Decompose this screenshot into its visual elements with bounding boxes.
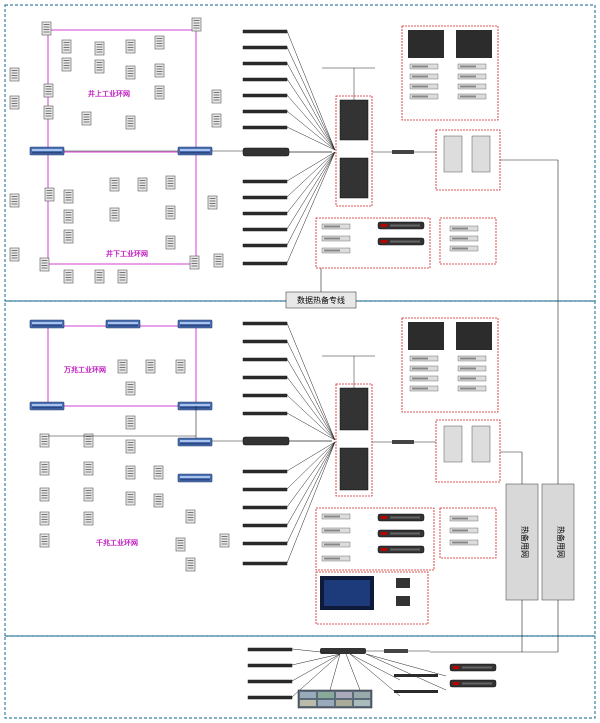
backup-box-top bbox=[439, 217, 497, 265]
core-switch-left bbox=[29, 146, 65, 156]
ring-label-upper-bottom: 井下工业环网 bbox=[106, 249, 148, 258]
fan-lines-top bbox=[242, 29, 336, 266]
ring-label-upper-top: 井上工业环网 bbox=[88, 89, 130, 98]
upper-ring-devices bbox=[9, 17, 222, 130]
aggregation-switch-middle bbox=[242, 436, 290, 446]
standby-column-2-label: 热备用网 bbox=[556, 526, 566, 558]
backup-box-middle bbox=[439, 507, 497, 559]
core-switch-right bbox=[177, 146, 213, 156]
region-top bbox=[4, 4, 596, 302]
server-cluster-top bbox=[401, 25, 499, 121]
monitor-wall-box bbox=[315, 571, 429, 625]
region-bottom bbox=[4, 635, 596, 719]
standby-column-2 bbox=[541, 483, 575, 601]
firewall-box-top bbox=[315, 217, 431, 269]
standby-column-1 bbox=[505, 483, 539, 601]
storage-box-middle bbox=[435, 419, 501, 483]
fan-lines-middle bbox=[242, 321, 336, 566]
ring-label-middle-top: 万兆工业环网 bbox=[63, 365, 106, 374]
bottom-network bbox=[247, 647, 497, 709]
gigabit-core-switch bbox=[177, 437, 213, 447]
aggregation-switch-top bbox=[242, 147, 290, 157]
firewall-box-middle bbox=[315, 507, 435, 571]
server-cluster-middle bbox=[401, 317, 499, 413]
ring-label-middle-bottom: 千兆工业环网 bbox=[96, 538, 138, 547]
lower-ring-devices bbox=[9, 175, 224, 284]
standby-column-1-label: 热备用网 bbox=[520, 526, 530, 558]
middle-ring-devices bbox=[117, 359, 186, 396]
hot-standby-link-label: 数据热备专线 bbox=[297, 295, 345, 305]
